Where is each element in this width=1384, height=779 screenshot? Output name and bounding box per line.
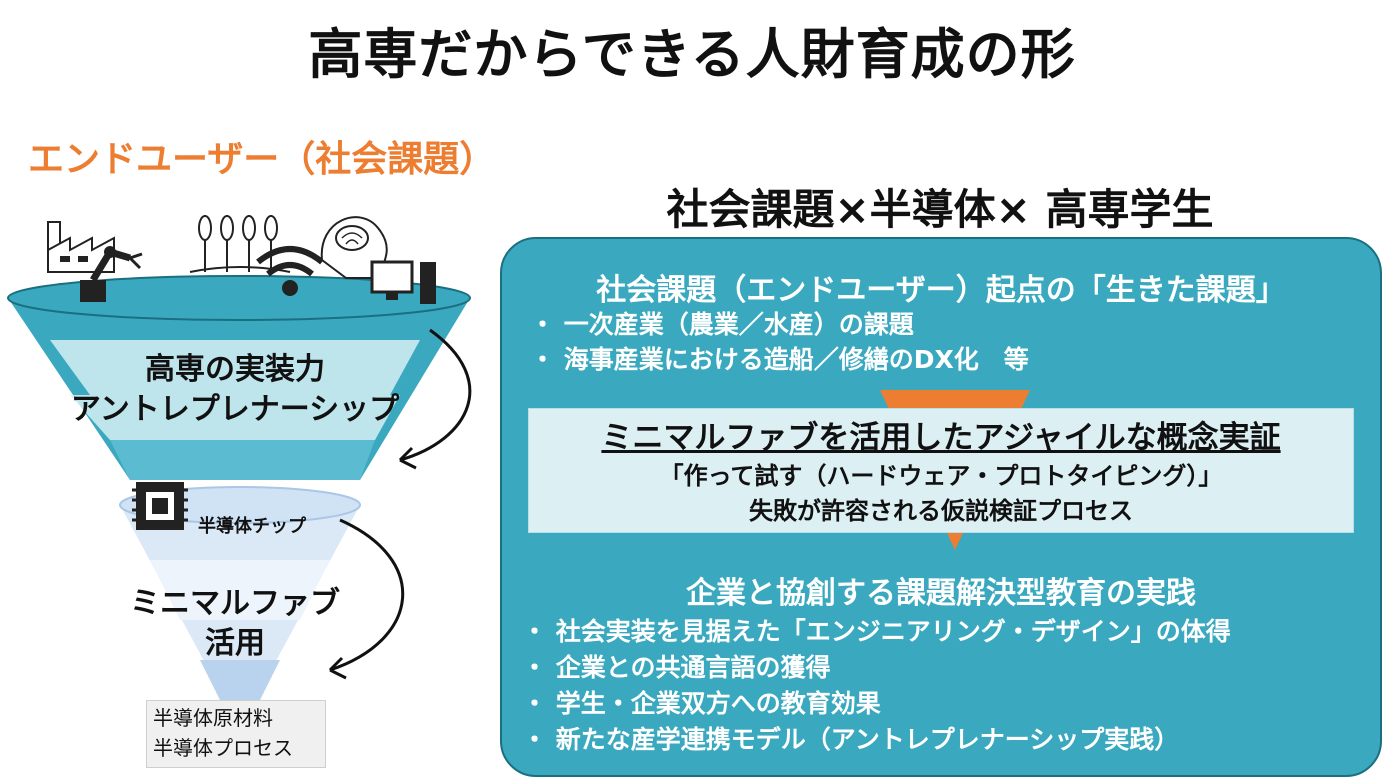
section1-title: 社会課題（エンドユーザー）起点の「生きた課題」 <box>500 265 1382 309</box>
minimal-fab-line2: 活用 <box>90 624 380 664</box>
funnel-layer-line1: 高専の実装力 <box>20 350 450 390</box>
section1-bullet: ・ 一次産業（農業／水産）の課題 <box>530 305 914 341</box>
funnel-layer-main: 高専の実装力 アントレプレナーシップ <box>20 350 450 430</box>
section1-bullet: ・ 海事産業における造船／修繕のDX化 等 <box>530 340 1029 376</box>
funnel-layer-line2: アントレプレナーシップ <box>20 390 450 430</box>
panel-subtitle: 社会課題×半導体× 高専学生 <box>560 176 1320 237</box>
raw-material-line2: 半導体プロセス <box>153 733 319 763</box>
section2-bullet: ・ 社会実装を見据えた「エンジニアリング・デザイン」の体得 <box>522 612 1231 648</box>
raw-material-box: 半導体原材料 半導体プロセス <box>146 700 326 768</box>
funnel-layer-minimal-fab: ミニマルファブ 活用 <box>90 584 380 664</box>
page-title: 高専だからできる人財育成の形 <box>0 10 1384 89</box>
funnel-diagram <box>0 190 480 770</box>
agile-heading: ミニマルファブを活用したアジャイルな概念実証 <box>528 412 1354 457</box>
end-user-label: エンドユーザー（社会課題） <box>28 130 495 182</box>
raw-material-line1: 半導体原材料 <box>153 703 319 733</box>
agile-line2: 失敗が許容される仮説検証プロセス <box>528 491 1354 526</box>
wheat-icon <box>190 215 290 272</box>
chip-label: 半導体チップ <box>198 512 306 538</box>
minimal-fab-line1: ミニマルファブ <box>90 584 380 624</box>
section2-title: 企業と協創する課題解決型教育の実践 <box>500 568 1382 612</box>
chip-icon <box>132 482 188 530</box>
section2-bullet: ・ 新たな産学連携モデル（アントレプレナーシップ実践） <box>522 720 1179 756</box>
section2-bullet: ・ 学生・企業双方への教育効果 <box>522 684 881 720</box>
agile-line1: 「作って試す（ハードウェア・プロトタイピング）」 <box>528 456 1354 491</box>
section2-bullet: ・ 企業との共通言語の獲得 <box>522 648 830 684</box>
